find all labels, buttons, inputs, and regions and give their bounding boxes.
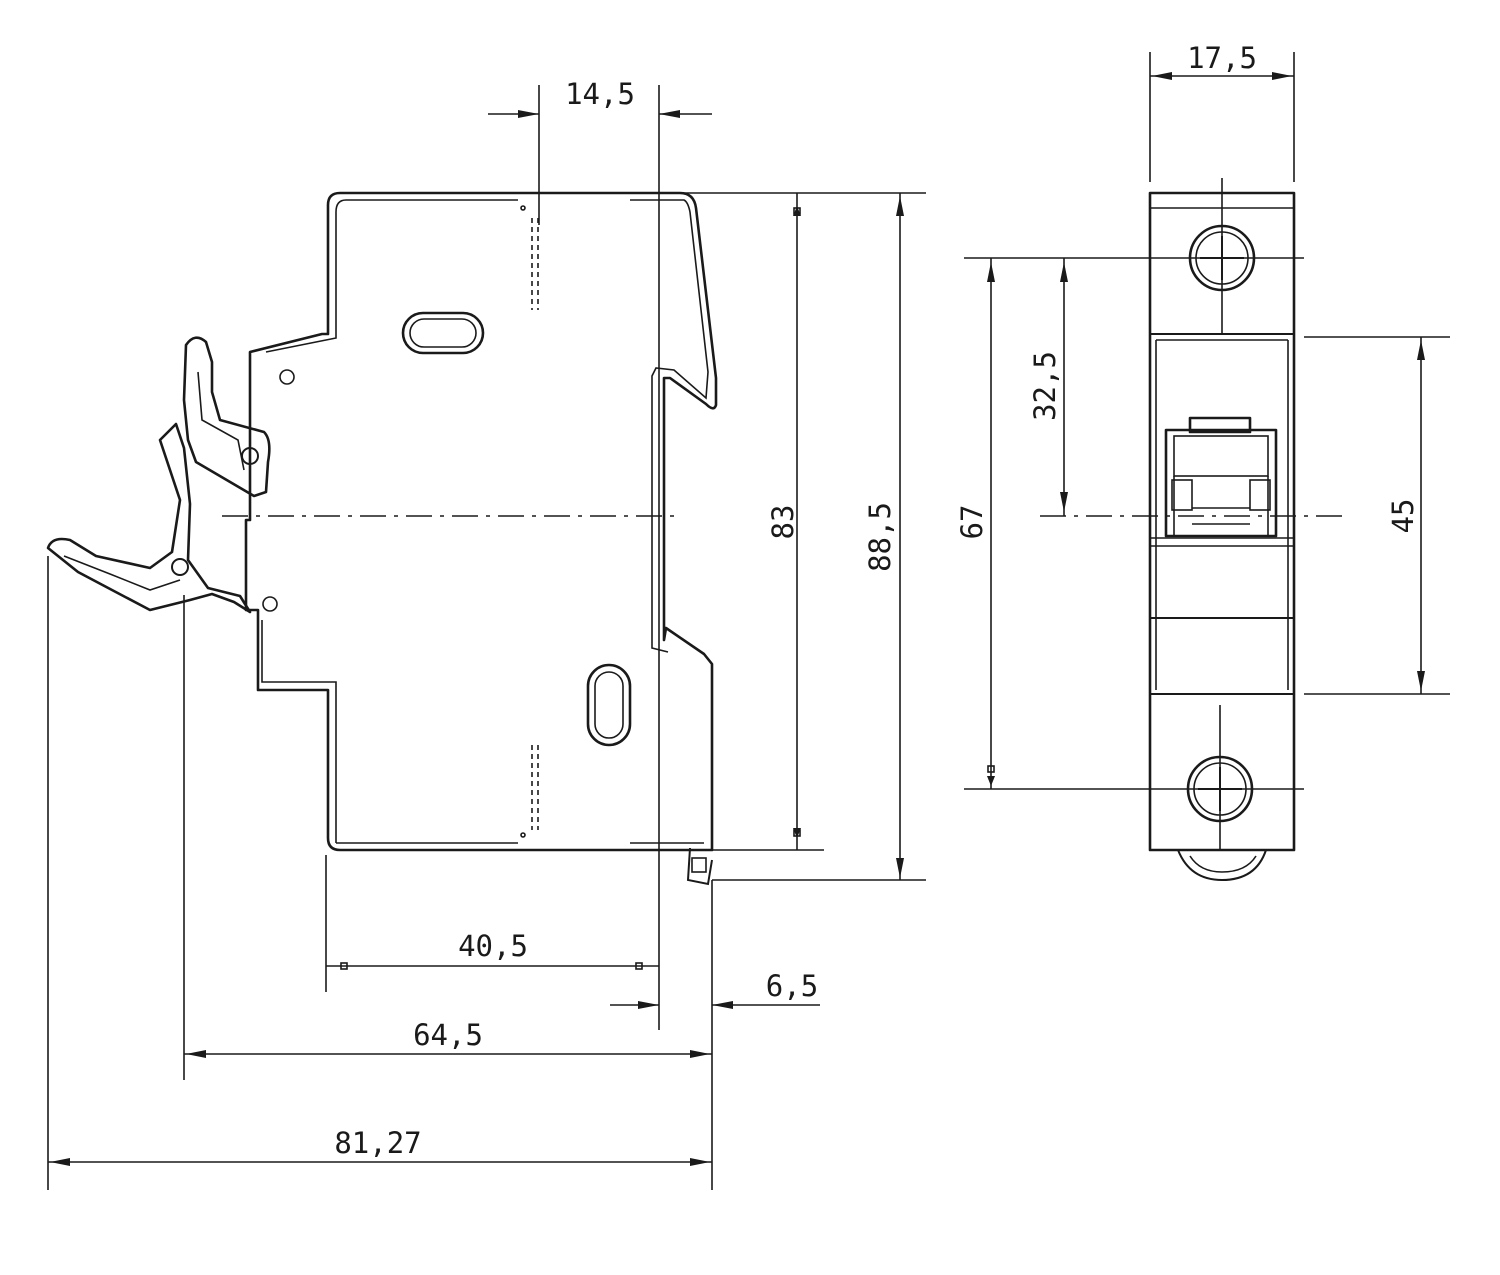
dim-base-width: 40,5 — [458, 929, 528, 963]
top-terminal-screw — [1188, 178, 1256, 334]
dim-height-outer: 88,5 — [863, 502, 897, 572]
front-view — [1040, 178, 1348, 882]
top-slot — [401, 311, 485, 355]
side-body-outline — [244, 191, 718, 852]
side-dimensions: 14,5 83 88,5 40,5 6,5 64 — [47, 77, 926, 1190]
bottom-terminal-screw — [1186, 705, 1254, 850]
dim-depth-main: 64,5 — [413, 1018, 483, 1052]
pivot-lower — [171, 558, 189, 576]
dim-terminal-spacing: 67 — [955, 505, 989, 540]
upper-lever — [182, 336, 271, 498]
dim-terminal-to-center: 32,5 — [1028, 351, 1062, 421]
dim-depth-total: 81,27 — [334, 1126, 421, 1160]
dim-offset-right: 6,5 — [766, 969, 818, 1003]
side-view — [46, 191, 718, 886]
dim-top-gap: 14,5 — [565, 77, 635, 111]
bottom-slot — [586, 663, 632, 747]
front-din-clip — [1177, 849, 1267, 882]
dim-front-window: 45 — [1386, 499, 1420, 534]
front-toggle — [1164, 416, 1278, 538]
dim-front-width: 17,5 — [1187, 41, 1257, 75]
dim-height-inner: 83 — [766, 505, 800, 540]
hole-upper — [279, 369, 295, 385]
side-body-inner — [261, 199, 709, 844]
toggle-handle — [46, 422, 252, 614]
hole-lower — [262, 596, 278, 612]
front-dimensions: 17,5 67 32,5 45 — [955, 41, 1450, 790]
